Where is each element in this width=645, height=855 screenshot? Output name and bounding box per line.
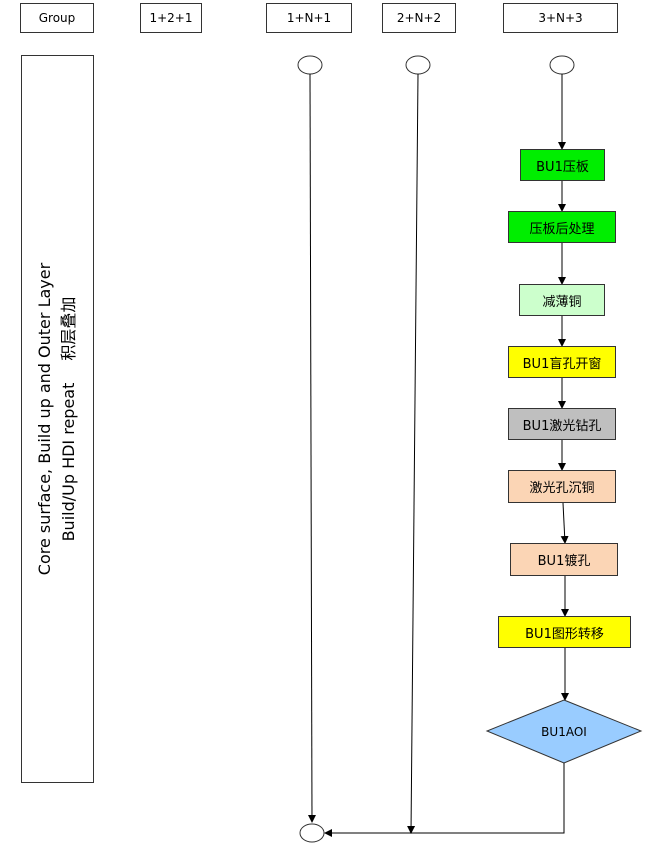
step-post-lamination-treatment: 压板后处理	[508, 211, 616, 243]
step-bu1-blind-hole-window: BU1盲孔开窗	[508, 346, 616, 378]
step-bu1-pattern-transfer: BU1图形转移	[498, 616, 631, 648]
header-3-n-3: 3+N+3	[503, 3, 618, 33]
start-circle-3-n-3	[549, 55, 575, 75]
decision-label: BU1AOI	[541, 724, 587, 739]
step-bu1-lamination: BU1压板	[520, 149, 605, 181]
flow-line-1-n-1	[307, 73, 316, 823]
end-circle	[299, 823, 325, 843]
header-1-n-1: 1+N+1	[266, 3, 352, 33]
start-circle-1-n-1	[297, 55, 323, 75]
start-circle-2-n-2	[405, 55, 431, 75]
step-bu1-laser-drilling: BU1激光钻孔	[508, 408, 616, 440]
step-copper-thinning: 减薄铜	[519, 284, 605, 316]
group-box	[21, 55, 94, 783]
arrow-decision-to-end	[324, 763, 565, 837]
flow-line-2-n-2	[407, 73, 419, 834]
arrow-s6-to-s7	[560, 502, 569, 544]
header-2-n-2: 2+N+2	[382, 3, 456, 33]
header-1-2-1: 1+2+1	[140, 3, 202, 33]
header-group: Group	[20, 3, 94, 33]
step-laser-hole-copper-deposition: 激光孔沉铜	[508, 470, 616, 503]
step-bu1-hole-plating: BU1镀孔	[510, 543, 618, 576]
